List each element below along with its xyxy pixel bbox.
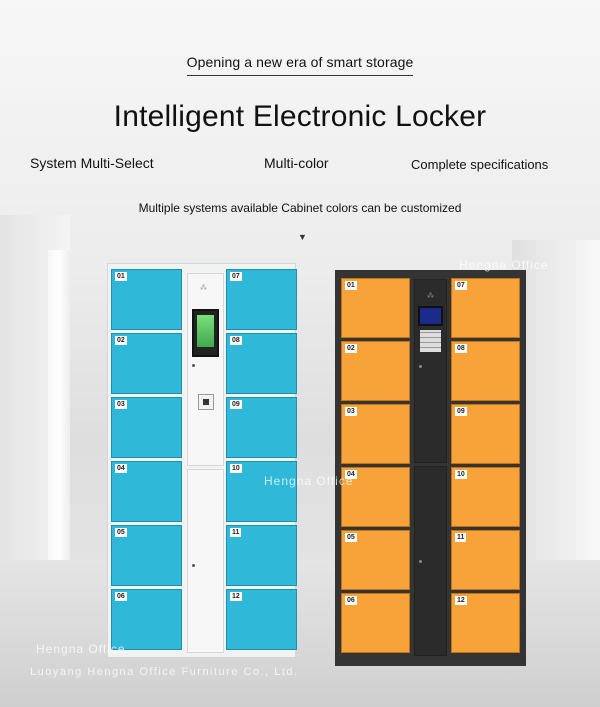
door-number-label: 12	[455, 596, 467, 605]
orange-locker: ⁂ 01 02 03 04 05 06 07 08 09 10 11 12	[335, 270, 526, 666]
watermark: Hengna Office	[264, 474, 354, 488]
touchscreen-icon	[192, 309, 219, 357]
door-number-label: 08	[230, 336, 242, 345]
lock-icon	[192, 364, 195, 367]
door-number-label: 12	[230, 592, 242, 601]
display-icon	[418, 306, 443, 326]
locker-door-06: 06	[111, 589, 182, 650]
watermark: Luoyang Hengna Office Furniture Co., Ltd…	[30, 666, 299, 678]
locker-door-09: 09	[226, 397, 297, 458]
lock-icon	[419, 365, 422, 368]
center-door	[187, 469, 224, 653]
locker-door-06: 06	[341, 593, 410, 653]
feature-label-3: Complete specifications	[411, 157, 549, 172]
keypad-icon	[420, 330, 441, 352]
door-number-label: 11	[455, 533, 467, 542]
door-number-label: 09	[455, 407, 467, 416]
speaker-icon: ⁂	[427, 293, 434, 300]
door-number-label: 04	[345, 470, 357, 479]
background-column	[48, 250, 70, 640]
locker-door-03: 03	[341, 404, 410, 464]
feature-label-2: Multi-color	[264, 155, 329, 171]
locker-door-10: 10	[451, 467, 520, 527]
locker-door-02: 02	[341, 341, 410, 401]
door-number-label: 05	[115, 528, 127, 537]
down-arrow-icon: ▼	[298, 232, 307, 242]
blue-locker: ⁂ 01 02 03 04 05 06 07 08 09 10 11 12	[107, 263, 297, 658]
locker-door-07: 07	[226, 269, 297, 330]
watermark: Hengna Office	[459, 258, 549, 272]
locker-door-01: 01	[111, 269, 182, 330]
locker-door-05: 05	[111, 525, 182, 586]
door-number-label: 10	[455, 470, 467, 479]
door-number-label: 08	[455, 344, 467, 353]
card-reader-icon	[198, 394, 214, 410]
locker-door-11: 11	[451, 530, 520, 590]
door-number-label: 06	[345, 596, 357, 605]
speaker-icon: ⁂	[200, 285, 207, 292]
sub-caption: Multiple systems available Cabinet color…	[138, 201, 462, 215]
feature-label-1: System Multi-Select	[30, 155, 154, 171]
locker-door-08: 08	[226, 333, 297, 394]
lock-icon	[419, 560, 422, 563]
control-panel: ⁂	[187, 273, 224, 466]
door-number-label: 07	[455, 281, 467, 290]
door-number-label: 11	[230, 528, 242, 537]
door-number-label: 01	[115, 272, 127, 281]
page-title: Intelligent Electronic Locker	[113, 100, 487, 133]
door-number-label: 02	[345, 344, 357, 353]
locker-door-09: 09	[451, 404, 520, 464]
door-number-label: 07	[230, 272, 242, 281]
door-number-label: 03	[345, 407, 357, 416]
door-number-label: 03	[115, 400, 127, 409]
door-number-label: 06	[115, 592, 127, 601]
locker-door-02: 02	[111, 333, 182, 394]
tagline: Opening a new era of smart storage	[0, 54, 600, 76]
lock-icon	[192, 564, 195, 567]
locker-door-07: 07	[451, 278, 520, 338]
locker-door-05: 05	[341, 530, 410, 590]
locker-door-11: 11	[226, 525, 297, 586]
door-number-label: 01	[345, 281, 357, 290]
locker-door-12: 12	[226, 589, 297, 650]
locker-door-12: 12	[451, 593, 520, 653]
locker-door-04: 04	[341, 467, 410, 527]
door-number-label: 09	[230, 400, 242, 409]
door-number-label: 10	[230, 464, 242, 473]
door-number-label: 04	[115, 464, 127, 473]
door-number-label: 02	[115, 336, 127, 345]
locker-door-10: 10	[226, 461, 297, 522]
locker-door-01: 01	[341, 278, 410, 338]
door-number-label: 05	[345, 533, 357, 542]
locker-door-08: 08	[451, 341, 520, 401]
locker-door-04: 04	[111, 461, 182, 522]
watermark: Hengna Office	[36, 642, 126, 656]
locker-door-03: 03	[111, 397, 182, 458]
